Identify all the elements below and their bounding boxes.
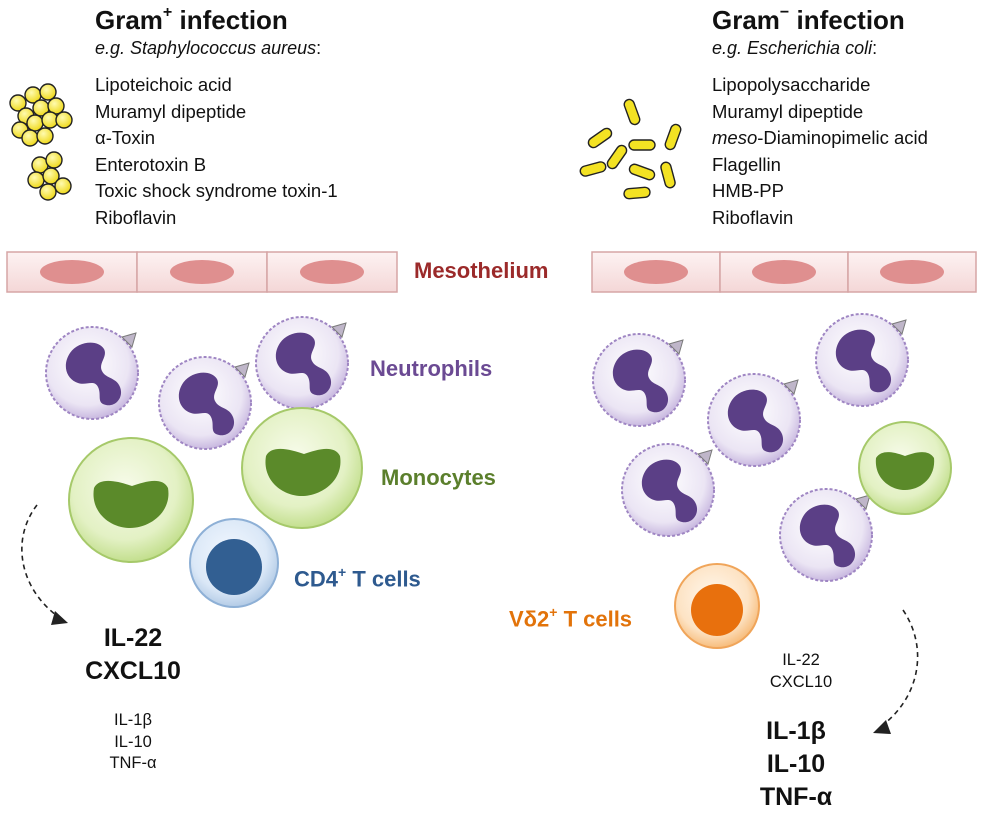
right-title: Gram− infection bbox=[712, 4, 905, 35]
cd4-label: CD4+ T cells bbox=[294, 564, 421, 592]
cytokine: IL-10 bbox=[114, 732, 152, 751]
list-item: α-Toxin bbox=[95, 127, 156, 148]
neutrophil-cell bbox=[707, 373, 801, 467]
arrow-right-icon bbox=[879, 609, 919, 728]
cd4-t-cell bbox=[189, 518, 279, 608]
left-minor-cytokines: IL-1β IL-10 TNF-α bbox=[83, 710, 183, 775]
cytokine: IL-10 bbox=[766, 750, 826, 778]
neutrophils-label: Neutrophils bbox=[370, 356, 493, 381]
cytokine: IL-22 bbox=[782, 651, 820, 669]
neutrophil-cell bbox=[779, 488, 873, 582]
list-item: Flagellin bbox=[712, 153, 781, 175]
left-subtitle: e.g. Staphylococcus aureus: bbox=[95, 38, 322, 58]
list-item: Lipopolysaccharide bbox=[712, 74, 871, 95]
arrow-left-head-icon bbox=[51, 611, 68, 625]
neutrophil-cell bbox=[45, 326, 139, 420]
list-item: HMB-PP bbox=[712, 180, 784, 201]
cytokine: IL-22 bbox=[103, 624, 163, 652]
cytokine: TNF-α bbox=[759, 783, 833, 811]
list-item: Enterotoxin B bbox=[95, 153, 207, 175]
cytokine: CXCL10 bbox=[769, 672, 833, 691]
vd2-label: Vδ2+ T cells bbox=[509, 604, 633, 632]
list-item: meso-Diaminopimelic acid bbox=[712, 125, 928, 152]
neutrophil-cell bbox=[815, 313, 909, 407]
meso-rest: -Diaminopimelic acid bbox=[757, 127, 928, 148]
cytokine: IL-1β bbox=[114, 711, 152, 729]
monocyte-cell bbox=[858, 421, 952, 515]
cytokine: CXCL10 bbox=[85, 657, 181, 685]
left-product-list: Lipoteichoic acid Muramyl dipeptide α-To… bbox=[95, 72, 338, 231]
mesothelium-layer-right bbox=[591, 251, 977, 293]
neutrophil-cell bbox=[158, 356, 252, 450]
list-item: Muramyl dipeptide bbox=[95, 100, 247, 122]
monocyte-cell bbox=[241, 407, 363, 529]
vd2-t-cell bbox=[674, 563, 760, 649]
mesothelium-label: Mesothelium bbox=[414, 258, 549, 283]
meso-prefix: meso bbox=[712, 127, 758, 148]
cytokine: TNF-α bbox=[109, 754, 157, 772]
list-item: Riboflavin bbox=[712, 206, 794, 228]
arrow-left-icon bbox=[21, 504, 61, 619]
list-item: Lipoteichoic acid bbox=[95, 74, 232, 95]
gram-positive-bacteria-icon bbox=[9, 83, 73, 201]
right-product-list: Lipopolysaccharide Muramyl dipeptide mes… bbox=[712, 72, 928, 231]
list-item: Muramyl dipeptide bbox=[712, 100, 864, 122]
neutrophil-cell bbox=[592, 333, 686, 427]
monocytes-label: Monocytes bbox=[381, 465, 496, 490]
right-subtitle: e.g. Escherichia coli: bbox=[712, 38, 878, 58]
arrow-right-head-icon bbox=[873, 720, 891, 734]
right-major-cytokines: IL-1β IL-10 TNF-α bbox=[721, 715, 871, 814]
left-title: Gram+ infection bbox=[95, 4, 288, 35]
monocyte-cell bbox=[68, 437, 194, 563]
left-major-cytokines: IL-22 CXCL10 bbox=[48, 622, 218, 688]
neutrophil-cell bbox=[255, 316, 349, 410]
gram-negative-bacteria-icon bbox=[579, 98, 682, 200]
neutrophil-cell bbox=[621, 443, 715, 537]
cytokine: IL-1β bbox=[766, 717, 826, 745]
right-minor-cytokines: IL-22 CXCL10 bbox=[746, 650, 856, 693]
list-item: Riboflavin bbox=[95, 206, 177, 228]
mesothelium-layer-left bbox=[6, 251, 398, 293]
list-item: Toxic shock syndrome toxin-1 bbox=[95, 180, 338, 201]
